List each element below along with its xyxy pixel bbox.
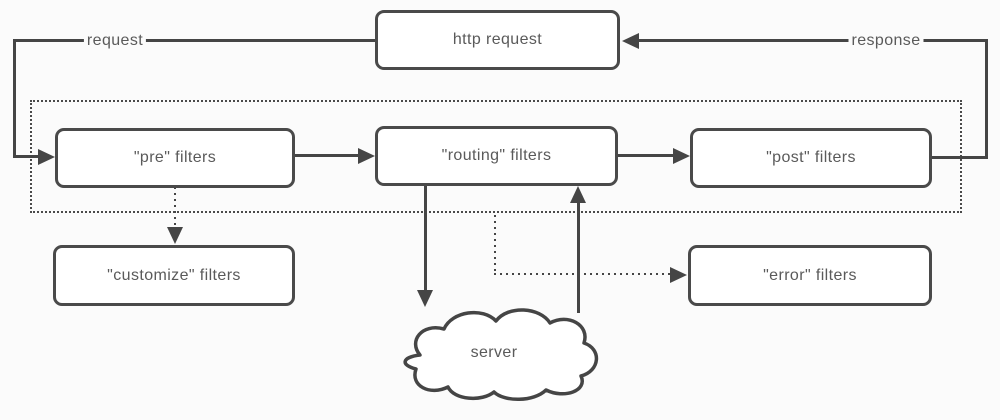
request-line-left bbox=[13, 39, 16, 158]
arrowhead-into-routing-filters bbox=[358, 148, 375, 164]
request-line-into-pre bbox=[13, 155, 41, 158]
arrowhead-into-http-request bbox=[622, 33, 639, 49]
node-error-filters-label: "error" filters bbox=[763, 266, 857, 284]
arrowhead-into-error-filters bbox=[670, 267, 687, 283]
node-post-filters-label: "post" filters bbox=[766, 149, 856, 166]
cloud-icon bbox=[403, 308, 599, 401]
response-line-from-post bbox=[932, 156, 988, 159]
routing-to-server-line bbox=[424, 186, 427, 292]
node-customize-filters-label: "customize" filters bbox=[107, 266, 241, 284]
arrowhead-into-pre-filters bbox=[38, 149, 55, 165]
error-branch-dotted-vertical bbox=[494, 215, 496, 275]
node-http-request-label: http request bbox=[452, 31, 543, 48]
response-label: response bbox=[848, 32, 924, 50]
node-post-filters: "post" filters bbox=[690, 128, 932, 188]
node-routing-filters-label: "routing" filters bbox=[441, 147, 552, 164]
response-line-right bbox=[985, 39, 988, 159]
node-server-label: server bbox=[470, 344, 518, 361]
node-server-cloud bbox=[388, 299, 600, 405]
arrowhead-into-routing-from-server bbox=[570, 186, 586, 203]
error-branch-dotted-horizontal bbox=[494, 273, 672, 275]
request-line-top bbox=[13, 39, 375, 42]
pre-to-customize-dotted-line bbox=[174, 187, 176, 229]
node-error-filters: "error" filters bbox=[688, 245, 932, 306]
pre-to-routing-line bbox=[295, 154, 361, 157]
response-line-top bbox=[638, 39, 987, 42]
arrowhead-into-server bbox=[417, 290, 433, 307]
node-pre-filters: "pre" filters bbox=[55, 128, 295, 188]
node-pre-filters-label: "pre" filters bbox=[133, 149, 217, 166]
request-label: request bbox=[83, 32, 147, 50]
arrowhead-into-post-filters bbox=[673, 148, 690, 164]
node-http-request: http request bbox=[375, 10, 620, 70]
node-routing-filters: "routing" filters bbox=[375, 126, 618, 186]
server-to-routing-line bbox=[577, 201, 580, 313]
node-customize-filters: "customize" filters bbox=[53, 245, 295, 306]
routing-to-post-line bbox=[618, 154, 676, 157]
arrowhead-into-customize-filters bbox=[167, 227, 183, 244]
